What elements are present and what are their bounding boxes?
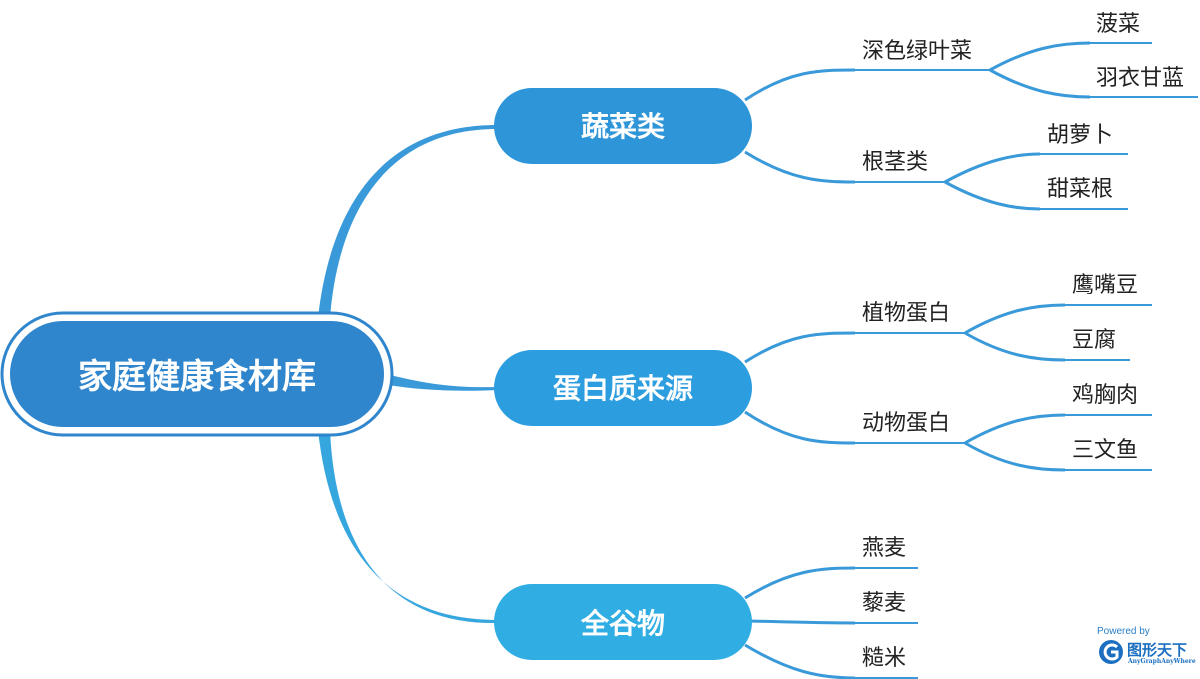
leaf-label-brown-rice[interactable]: 糙米 xyxy=(862,646,906,671)
connector-protein-animal xyxy=(744,410,856,445)
root-label: 家庭健康食材库 xyxy=(78,357,316,397)
connector-root-vegetables xyxy=(318,125,497,318)
watermark: Powered by 图形天下 AnyGraphAnyWhere xyxy=(1097,626,1196,665)
leaf-label-oats[interactable]: 燕麦 xyxy=(862,536,906,561)
connector-veg-leafy xyxy=(744,68,856,102)
connector-grain-rice xyxy=(744,643,856,679)
connector-veg-root xyxy=(744,150,856,184)
branch-connectors xyxy=(744,68,990,679)
root-connectors xyxy=(318,125,497,624)
leaf-label-quinoa[interactable]: 藜麦 xyxy=(862,591,906,616)
leaf-connectors xyxy=(944,41,1198,472)
leaf-label-chickpea[interactable]: 鹰嘴豆 xyxy=(1072,273,1138,298)
watermark-subtitle: AnyGraphAnyWhere xyxy=(1127,658,1196,665)
sub-label-animal-protein[interactable]: 动物蛋白 xyxy=(862,411,950,436)
connector-plant-chickpea xyxy=(964,303,1066,335)
g-logo-icon xyxy=(1099,640,1123,664)
connector-animal-salmon xyxy=(964,441,1066,472)
connector-root-grains xyxy=(318,430,497,624)
branch-label-protein: 蛋白质来源 xyxy=(553,372,693,405)
connector-grain-quinoa xyxy=(749,619,856,625)
connector-animal-chicken xyxy=(964,413,1066,445)
leaf-label-salmon[interactable]: 三文鱼 xyxy=(1072,438,1138,463)
root-node[interactable]: 家庭健康食材库 xyxy=(0,311,394,437)
leaf-label-kale[interactable]: 羽衣甘蓝 xyxy=(1096,66,1184,91)
connector-root-carrot xyxy=(944,152,1041,184)
sub-label-plant-protein[interactable]: 植物蛋白 xyxy=(862,301,950,326)
branch-node-grains[interactable]: 全谷物 xyxy=(494,584,752,660)
connector-protein-plant xyxy=(744,331,856,364)
connector-root-protein xyxy=(388,375,497,391)
connector-leafy-spinach xyxy=(989,41,1091,72)
leaf-label-tofu[interactable]: 豆腐 xyxy=(1072,328,1116,353)
connector-root-beet xyxy=(944,180,1041,211)
powered-by-label: Powered by xyxy=(1097,626,1150,637)
branch-label-grains: 全谷物 xyxy=(580,607,665,640)
sub-label-leafy-greens[interactable]: 深色绿叶菜 xyxy=(862,39,972,64)
branch-node-protein[interactable]: 蛋白质来源 xyxy=(494,350,752,426)
connector-plant-tofu xyxy=(964,331,1066,362)
leaf-label-beet[interactable]: 甜菜根 xyxy=(1047,177,1113,202)
leaf-label-chicken-breast[interactable]: 鸡胸肉 xyxy=(1072,383,1138,408)
connector-grain-oat xyxy=(744,566,856,600)
sub-label-root-vegetables[interactable]: 根茎类 xyxy=(862,150,928,175)
leaf-label-spinach[interactable]: 菠菜 xyxy=(1096,12,1140,37)
branch-label-vegetables: 蔬菜类 xyxy=(581,110,665,143)
watermark-brand: 图形天下 xyxy=(1127,641,1187,659)
leaf-label-carrot[interactable]: 胡萝卜 xyxy=(1047,123,1113,148)
connector-leafy-kale xyxy=(989,68,1091,99)
branch-node-vegetables[interactable]: 蔬菜类 xyxy=(494,88,752,164)
